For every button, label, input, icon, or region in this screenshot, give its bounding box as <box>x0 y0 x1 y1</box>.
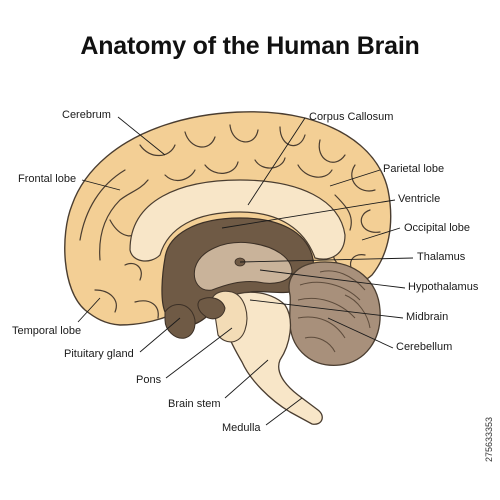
pituitary-gland-shape <box>164 304 196 339</box>
leader-frontal-lobe <box>81 179 121 191</box>
label-thalamus: Thalamus <box>417 251 466 263</box>
label-cerebrum: Cerebrum <box>62 109 111 121</box>
label-ventricle: Ventricle <box>398 193 441 205</box>
leader-pituitary-gland <box>139 317 181 353</box>
label-brain-stem: Brain stem <box>168 398 221 410</box>
hypothalamus-shape <box>197 297 226 320</box>
leader-cerebrum <box>117 116 166 156</box>
leader-ventricle <box>221 199 396 229</box>
label-occipital-lobe: Occipital lobe <box>404 222 471 234</box>
label-parietal-lobe: Parietal lobe <box>383 163 445 175</box>
label-frontal-lobe: Frontal lobe <box>18 173 77 185</box>
leader-thalamus <box>239 257 414 263</box>
leader-lines <box>77 116 414 426</box>
label-midbrain: Midbrain <box>406 311 449 323</box>
leader-medulla <box>265 397 303 426</box>
diagram-title: Anatomy of the Human Brain <box>80 32 420 60</box>
label-medulla: Medulla <box>222 422 261 434</box>
leader-parietal-lobe <box>329 169 381 187</box>
label-pons: Pons <box>136 374 162 386</box>
label-pituitary-gland: Pituitary gland <box>64 348 134 360</box>
leader-pons <box>165 327 233 379</box>
label-temporal-lobe: Temporal lobe <box>12 325 82 337</box>
leader-brain-stem <box>224 359 269 399</box>
label-corpus-callosum: Corpus Callosum <box>309 111 394 123</box>
leader-cerebellum <box>327 317 394 349</box>
corpus-callosum-shape <box>129 179 346 262</box>
leader-occipital-lobe <box>361 227 401 241</box>
leader-temporal-lobe <box>77 297 101 323</box>
label-cerebellum: Cerebellum <box>396 341 453 353</box>
label-hypothalamus: Hypothalamus <box>408 281 479 293</box>
cerebellum-folds <box>297 270 371 353</box>
leader-corpus-callosum <box>247 117 306 206</box>
stock-id-text: 275633353 <box>484 416 494 462</box>
leader-hypothalamus <box>259 269 406 289</box>
leader-midbrain <box>249 299 404 319</box>
thalamus-shape <box>193 241 293 291</box>
brain-stem-shape <box>222 291 323 425</box>
